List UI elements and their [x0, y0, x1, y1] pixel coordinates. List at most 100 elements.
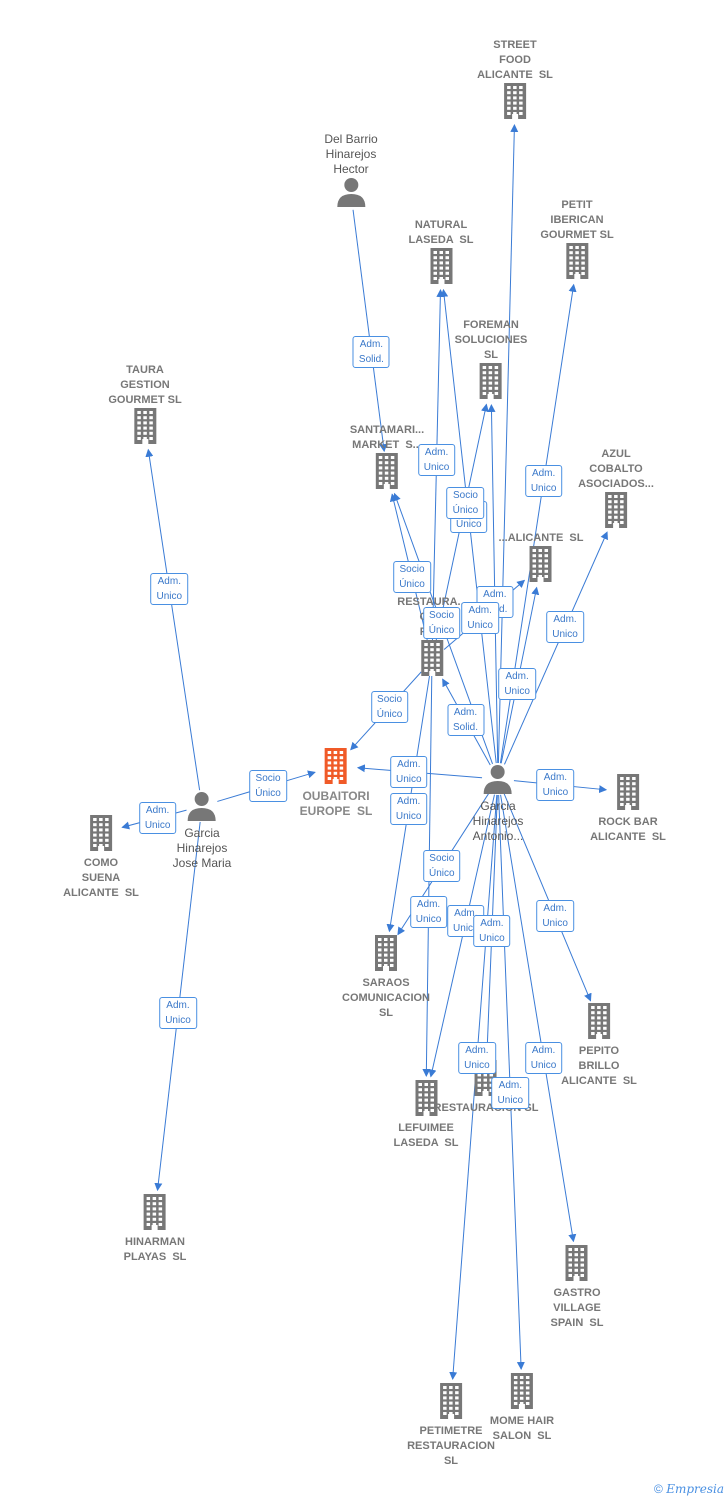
node-label: ROCK BAR ALICANTE SL	[590, 816, 666, 843]
node-label: OUBAITORI EUROPE SL	[299, 789, 373, 818]
brand-name: Empresia	[666, 1482, 724, 1496]
node-del-barrio[interactable]: Del Barrio Hinarejos Hector	[324, 132, 378, 212]
node-petit-iberican[interactable]: PETIT IBERICAN GOURMET SL	[540, 198, 614, 284]
node-label: Del Barrio Hinarejos Hector	[324, 132, 378, 176]
edge-role-label: Adm. Unico	[498, 668, 536, 701]
edge-role-label: Adm. Unico	[524, 464, 563, 497]
building-icon	[427, 248, 455, 289]
building-icon	[508, 1373, 536, 1414]
node-santamarina[interactable]: SANTAMARI... MARKET S...	[350, 423, 424, 494]
node-street-food[interactable]: STREET FOOD ALICANTE SL	[477, 38, 553, 124]
edge-role-label: Adm. Unico	[159, 997, 197, 1030]
edge-role-label: Adm. Unico	[390, 755, 428, 788]
node-label: SARAOS COMUNICACION SL	[342, 977, 430, 1019]
node-label: LEFUIMEE LASEDA SL	[393, 1122, 459, 1149]
node-natural-laseda[interactable]: NATURAL LASEDA SL	[409, 218, 474, 289]
edge-role-label: Adm. Unico	[150, 573, 189, 606]
node-alicante-sl[interactable]: ...ALICANTE SL	[498, 531, 584, 587]
edge-role-label: Adm. Unico	[458, 1041, 496, 1074]
building-icon	[477, 363, 505, 404]
node-hinarman[interactable]: HINARMAN PLAYAS SL	[123, 1194, 187, 1265]
building-icon	[87, 815, 115, 856]
building-icon	[373, 453, 401, 494]
edge-role-label: Socio Único	[393, 560, 431, 593]
edge-role-label: Adm. Unico	[536, 899, 574, 932]
node-rock-bar[interactable]: ROCK BAR ALICANTE SL	[590, 774, 666, 845]
edge-role-label: Adm. Unico	[536, 768, 575, 801]
node-label: AZUL COBALTO ASOCIADOS...	[578, 448, 654, 490]
building-icon	[372, 935, 400, 976]
node-azul-cobalto[interactable]: AZUL COBALTO ASOCIADOS...	[578, 447, 654, 533]
node-label: TAURA GESTION GOURMET SL	[108, 364, 182, 406]
edge-garcia-antonio-to-gastro-village	[500, 794, 577, 1243]
building-icon	[322, 748, 350, 789]
node-label: FOREMAN SOLUCIONES SL	[454, 319, 528, 361]
node-saraos[interactable]: SARAOS COMUNICACION SL	[342, 935, 430, 1021]
node-label: NATURAL LASEDA SL	[408, 219, 474, 246]
edge-del-barrio-to-santamarina	[352, 209, 388, 453]
edge-role-label: Adm. Unico	[546, 611, 584, 644]
node-lefuimee[interactable]: LEFUIMEE LASEDA SL	[394, 1080, 459, 1151]
edge-role-label: Socio Único	[370, 690, 409, 723]
edge-garcia-antonio-to-pepito-brillo	[503, 793, 592, 1002]
person-icon	[483, 764, 513, 799]
building-icon	[412, 1080, 440, 1121]
node-label: SANTAMARI... MARKET S...	[349, 424, 425, 451]
node-foreman[interactable]: FOREMAN SOLUCIONES SL	[454, 318, 528, 404]
node-garcia-antonio[interactable]: Garcia Hinarejos Antonio...	[472, 764, 524, 844]
node-como-suena[interactable]: COMO SUENA ALICANTE SL	[63, 815, 139, 901]
node-label: PETIT IBERICAN GOURMET SL	[540, 199, 614, 241]
building-icon	[602, 492, 630, 533]
node-label: STREET FOOD ALICANTE SL	[477, 39, 553, 81]
edge-role-label: Adm. Unico	[461, 602, 499, 635]
node-garcia-jose[interactable]: Garcia Hinarejos Jose Maria	[172, 791, 232, 871]
node-label: HINARMAN PLAYAS SL	[123, 1236, 187, 1263]
person-icon	[187, 791, 217, 826]
node-pepito-brillo[interactable]: PEPITO BRILLO ALICANTE SL	[561, 1003, 637, 1089]
building-icon	[614, 774, 642, 815]
node-gastro-village[interactable]: GASTRO VILLAGE SPAIN SL	[550, 1245, 604, 1331]
building-icon	[585, 1003, 613, 1044]
edge-role-label: Adm. Unico	[417, 443, 456, 476]
building-icon	[131, 408, 159, 449]
copyright-symbol: ©	[654, 1482, 663, 1496]
node-petimetre[interactable]: PETIMETRE RESTAURACION SL	[407, 1383, 495, 1469]
node-label: ...ALICANTE SL	[498, 532, 584, 544]
edge-role-label: Socio Único	[446, 486, 485, 519]
node-label: GASTRO VILLAGE SPAIN SL	[550, 1287, 604, 1329]
edge-role-label: Adm. Unico	[138, 801, 177, 834]
edge-role-label: Adm. Unico	[389, 792, 428, 825]
edge-garcia-antonio-to-petimetre	[449, 794, 498, 1381]
edge-garcia-antonio-to-foreman	[487, 403, 499, 764]
edge-role-label: Socio Único	[249, 770, 287, 803]
edge-role-label: Adm. Unico	[491, 1077, 530, 1110]
building-icon	[527, 546, 555, 587]
footer-brand: © Empresia	[654, 1482, 724, 1496]
node-label: MOME HAIR SALON SL	[489, 1415, 555, 1442]
edge-garcia-antonio-to-street-food	[497, 123, 519, 764]
node-label: Garcia Hinarejos Antonio...	[472, 799, 524, 843]
node-oubaitori[interactable]: OUBAITORI EUROPE SL	[299, 748, 373, 819]
building-icon	[563, 1245, 591, 1286]
edge-role-label: Adm. Unico	[473, 914, 511, 947]
node-label: PETIMETRE RESTAURACION SL	[407, 1425, 495, 1467]
node-label: Garcia Hinarejos Jose Maria	[172, 826, 232, 870]
edge-garcia-jose-to-taura	[145, 448, 201, 791]
edge-role-label: Adm. Solid.	[446, 704, 485, 737]
node-mome-hair[interactable]: MOME HAIR SALON SL	[490, 1373, 554, 1444]
edge-role-label: Adm. Unico	[409, 896, 448, 928]
node-label: PEPITO BRILLO ALICANTE SL	[561, 1045, 637, 1087]
edge-role-label: Socio Único	[422, 607, 461, 640]
person-icon	[336, 177, 366, 212]
building-icon	[437, 1383, 465, 1424]
building-icon	[501, 83, 529, 124]
edge-garcia-antonio-to-azul-cobalto	[504, 531, 608, 765]
building-icon	[418, 640, 446, 681]
building-icon	[563, 243, 591, 284]
node-taura[interactable]: TAURA GESTION GOURMET SL	[108, 363, 182, 449]
node-label: COMO SUENA ALICANTE SL	[63, 857, 139, 899]
building-icon	[141, 1194, 169, 1235]
edge-role-label: Socio Único	[422, 850, 461, 883]
edge-role-label: Adm. Unico	[524, 1042, 563, 1075]
edge-role-label: Adm. Solid.	[352, 336, 390, 369]
